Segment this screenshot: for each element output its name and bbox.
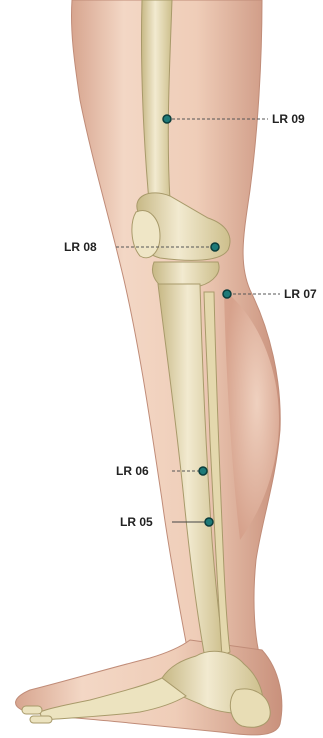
lr05-label: LR 05 [120, 515, 153, 529]
lr09-point [163, 115, 171, 123]
lr09-label: LR 09 [272, 112, 305, 126]
lr06-label: LR 06 [116, 464, 149, 478]
lr07-label: LR 07 [284, 287, 317, 301]
lr05-point [205, 518, 213, 526]
lr08-label: LR 08 [64, 240, 97, 254]
lr06-point [199, 467, 207, 475]
lr08-point [211, 243, 219, 251]
lr07-point [223, 290, 231, 298]
